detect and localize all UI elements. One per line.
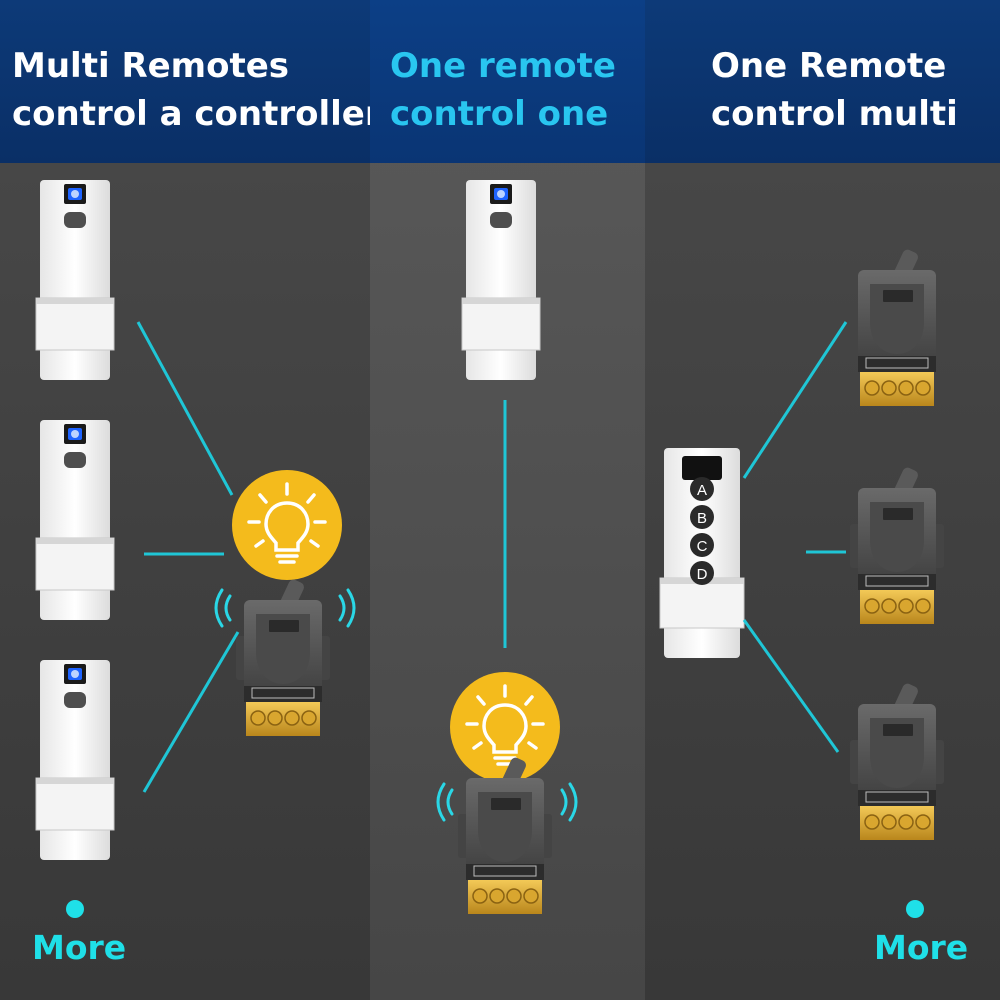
remote-button-d: D (697, 566, 708, 583)
more-dot-left (66, 900, 84, 918)
right-signal-lines (742, 321, 848, 753)
receiver-controller-2 (849, 465, 945, 625)
header-right-line-1: One Remote (711, 46, 947, 86)
more-dot-right (906, 900, 924, 918)
receiver-controller-middle (457, 755, 553, 915)
lightbulb-icon-middle (448, 670, 562, 784)
receiver-controller-1 (849, 247, 945, 407)
receiver-controller (235, 577, 331, 737)
remote-button-a: A (697, 482, 707, 499)
left-signal-lines (136, 321, 240, 793)
more-label-right: More (874, 928, 969, 967)
header-left-line-2: control a controller (12, 94, 382, 134)
header-mid-line-2: control one (390, 94, 609, 134)
header-one-remote-one: One remote control one (370, 0, 645, 163)
header-multi-remotes: Multi Remotes control a controller (0, 0, 382, 163)
header-left-line-1: Multi Remotes (12, 46, 290, 86)
receiver-controller-3 (849, 681, 945, 841)
header-one-remote-multi: One Remote control multi (645, 0, 1000, 163)
remote-buttons: A B C D (690, 477, 714, 585)
remote-middle (461, 179, 541, 381)
lightbulb-icon (230, 468, 344, 582)
header-mid-line-1: One remote (390, 46, 616, 86)
remote-2 (35, 419, 115, 621)
more-label-left: More (32, 928, 127, 967)
remote-3 (35, 659, 115, 861)
header-right-line-2: control multi (711, 94, 958, 134)
remote-button-c: C (697, 538, 708, 555)
remote-1 (35, 179, 115, 381)
remote-button-b: B (697, 510, 707, 527)
